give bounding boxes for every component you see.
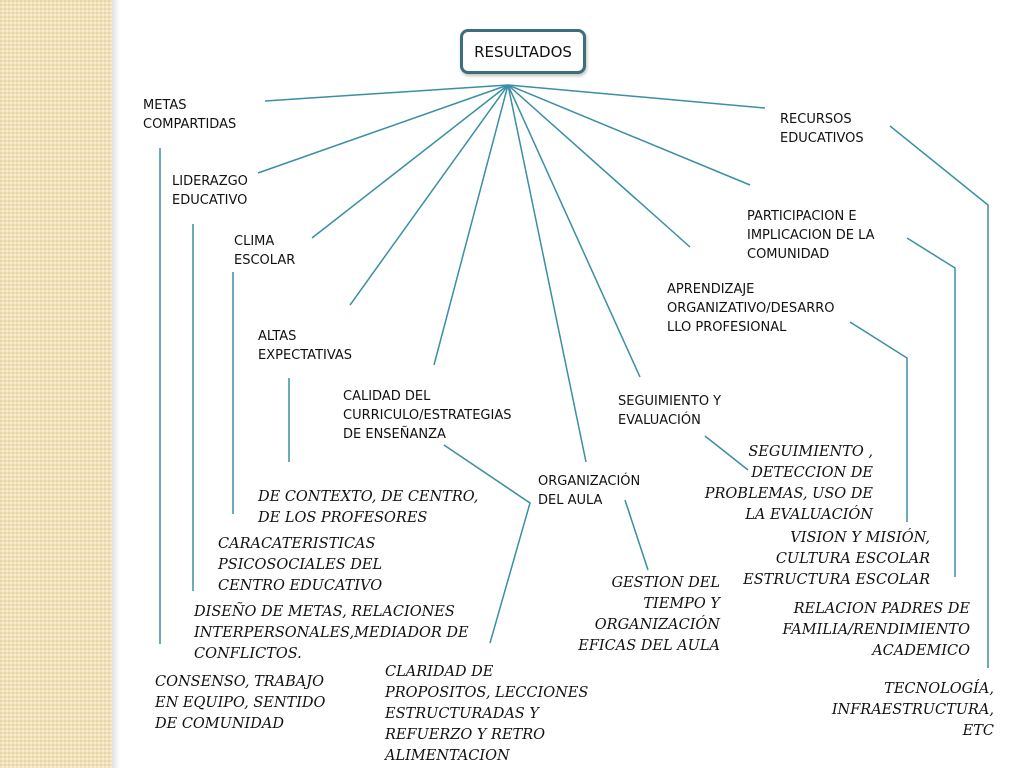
desc-participacion-comunidad: RELACION PADRES DE FAMILIA/RENDIMIENTO A… bbox=[782, 601, 970, 659]
desc-seguimiento-evaluacion: SEGUIMIENTO , DETECCION DE PROBLEMAS, US… bbox=[704, 444, 873, 523]
line-calidad-desc bbox=[443, 444, 531, 644]
node-liderazgo-educativo: LIDERAZGO EDUCATIVO bbox=[172, 174, 248, 208]
desc-liderazgo-educativo: DISEÑO DE METAS, RELACIONES INTERPERSONA… bbox=[194, 604, 469, 662]
line-root-seguimiento bbox=[507, 84, 641, 378]
node-organizacion-aula: ORGANIZACIÓN DEL AULA bbox=[538, 474, 641, 508]
line-root-aprendizaje bbox=[507, 84, 691, 248]
desc-calidad-curriculo: CLARIDAD DE PROPOSITOS, LECCIONES ESTRUC… bbox=[385, 664, 589, 764]
desc-metas-compartidas: CONSENSO, TRABAJO EN EQUIPO, SENTIDO DE … bbox=[155, 674, 326, 732]
stripe-shadow bbox=[112, 0, 120, 768]
node-participacion-comunidad: PARTICIPACION E IMPLICACION DE LA COMUNI… bbox=[747, 209, 875, 262]
line-recursos-desc bbox=[889, 125, 989, 668]
node-recursos-educativos: RECURSOS EDUCATIVOS bbox=[780, 112, 864, 146]
desc-altas-expectativas: DE CONTEXTO, DE CENTRO, DE LOS PROFESORE… bbox=[258, 489, 479, 526]
line-participacion-desc bbox=[906, 237, 956, 577]
line-root-calidad bbox=[433, 84, 509, 366]
line-root-clima bbox=[311, 84, 509, 239]
desc-clima-escolar: CARACATERISTICAS PSICOSOCIALES DEL CENTR… bbox=[218, 536, 383, 594]
node-seguimiento-evaluacion: SEGUIMIENTO Y EVALUACIÓN bbox=[618, 394, 722, 428]
line-seguimiento-desc bbox=[704, 435, 749, 471]
line-root-liderazgo bbox=[257, 84, 509, 174]
line-aprendizaje-desc bbox=[849, 321, 908, 522]
desc-organizacion-aula: GESTION DEL TIEMPO Y ORGANIZACIÓN EFICAS… bbox=[578, 575, 720, 654]
node-metas-compartidas: METAS COMPARTIDAS bbox=[143, 98, 237, 132]
node-aprendizaje-organizativo: APRENDIZAJE ORGANIZATIVO/DESARRO LLO PRO… bbox=[667, 282, 835, 335]
line-root-metas bbox=[264, 84, 509, 102]
line-root-altas bbox=[349, 84, 509, 306]
desc-recursos-educativos: TECNOLOGÍA, INFRAESTRUCTURA, ETC bbox=[831, 681, 994, 739]
node-clima-escolar: CLIMA ESCOLAR bbox=[234, 234, 296, 268]
line-root-recursos bbox=[507, 84, 766, 109]
desc-aprendizaje-organizativo: VISION Y MISIÓN, CULTURA ESCOLAR ESTRUCT… bbox=[743, 530, 930, 588]
line-root-participacion bbox=[507, 84, 751, 186]
line-organizacion-desc bbox=[624, 499, 649, 571]
node-calidad-curriculo: CALIDAD DEL CURRICULO/ESTRATEGIAS DE ENS… bbox=[343, 389, 512, 442]
node-altas-expectativas: ALTAS EXPECTATIVAS bbox=[258, 329, 353, 363]
root-node-resultados: RESULTADOS bbox=[460, 29, 586, 74]
decorative-side-stripe bbox=[0, 0, 112, 768]
line-root-organizacion bbox=[507, 84, 587, 463]
